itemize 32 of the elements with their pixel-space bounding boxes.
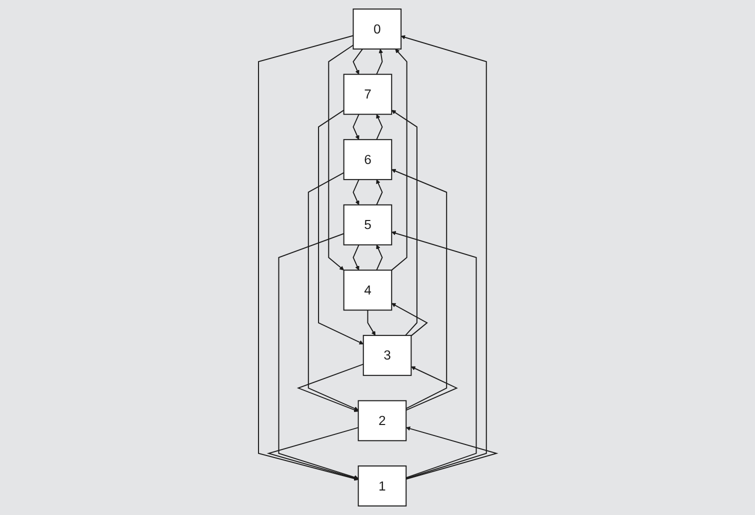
arrow bbox=[266, 427, 358, 480]
arrow bbox=[308, 172, 358, 411]
arrow bbox=[406, 366, 458, 411]
arrow bbox=[352, 48, 363, 75]
arrow bbox=[352, 179, 360, 206]
arrow bbox=[352, 114, 360, 140]
arrow bbox=[278, 233, 358, 480]
node-box: 3 bbox=[362, 334, 412, 376]
arrow bbox=[400, 35, 487, 479]
node-box: 0 bbox=[352, 8, 402, 50]
arrow bbox=[367, 310, 376, 336]
node-box: 6 bbox=[343, 139, 392, 180]
arrow bbox=[391, 168, 448, 410]
arrow bbox=[318, 110, 364, 344]
arrow bbox=[391, 110, 418, 336]
arrow bbox=[391, 231, 477, 478]
node-box: 5 bbox=[343, 204, 392, 246]
node-box: 1 bbox=[358, 465, 407, 506]
arrow bbox=[328, 44, 354, 270]
arrow bbox=[296, 364, 364, 412]
arrow bbox=[352, 244, 360, 270]
arrow bbox=[376, 179, 383, 206]
arrow bbox=[376, 48, 384, 75]
arrow bbox=[376, 114, 383, 140]
arrow bbox=[391, 303, 428, 336]
node-box: 7 bbox=[343, 74, 392, 115]
node-box: 2 bbox=[358, 400, 407, 442]
arrow bbox=[258, 35, 358, 481]
arrow bbox=[391, 48, 408, 271]
arrow bbox=[406, 426, 498, 480]
node-box: 4 bbox=[343, 270, 392, 311]
arrow bbox=[376, 244, 383, 270]
